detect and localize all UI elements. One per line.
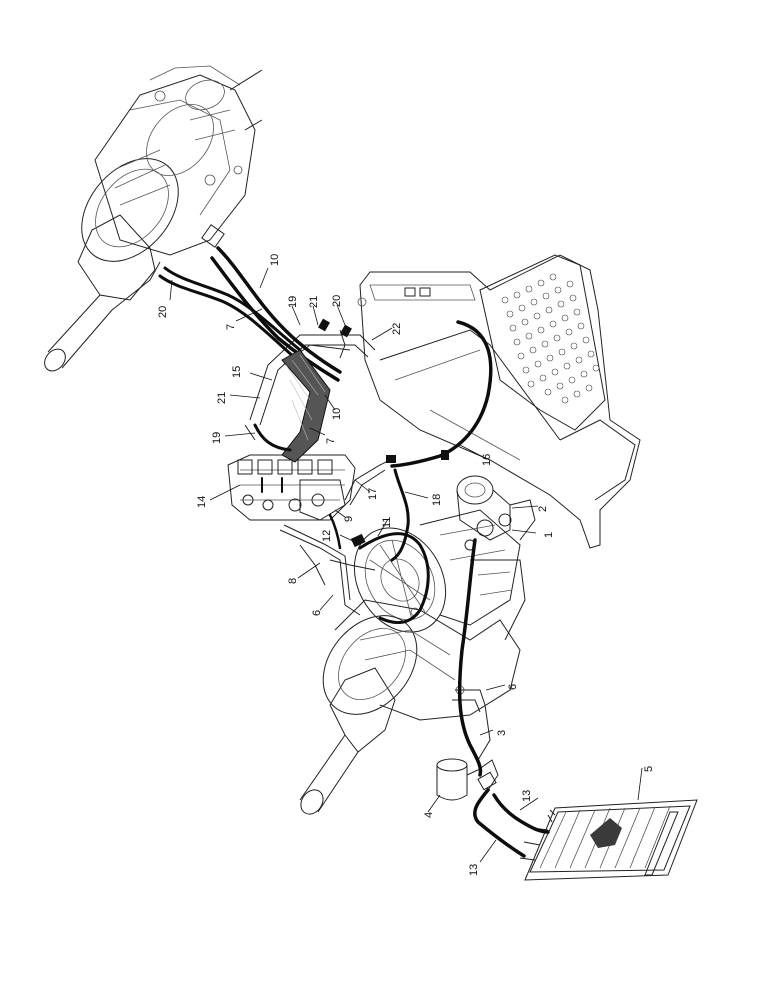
callout-10-upper: 10 xyxy=(269,254,281,266)
callout-16: 16 xyxy=(481,454,493,466)
callout-12: 12 xyxy=(321,530,333,542)
callout-7-mid: 7 xyxy=(325,438,337,444)
callout-9: 9 xyxy=(343,516,355,522)
callout-11: 11 xyxy=(381,517,393,528)
callout-8: 8 xyxy=(287,578,299,584)
callout-6-lower-left: 6 xyxy=(311,610,323,616)
cooler-core-patch xyxy=(590,818,622,848)
upper-axle-assembly xyxy=(44,65,263,372)
callout-1: 1 xyxy=(543,532,555,538)
callout-10-mid: 10 xyxy=(331,408,343,420)
callout-13-left: 13 xyxy=(468,864,480,876)
engine-cover-assembly xyxy=(357,254,641,549)
callout-20-right: 20 xyxy=(331,295,343,307)
callout-3: 3 xyxy=(496,730,508,736)
callout-2: 2 xyxy=(537,506,549,512)
perforated-grille xyxy=(501,273,600,404)
callout-labels: 20 10 7 19 21 20 22 15 21 10 19 7 16 14 … xyxy=(157,254,655,876)
callout-5: 5 xyxy=(643,766,655,772)
hydraulic-pump xyxy=(456,475,536,551)
callout-leaders xyxy=(169,267,643,863)
hydraulic-filter xyxy=(436,758,499,801)
lower-axle-assembly xyxy=(299,559,526,815)
callout-21-upper: 21 xyxy=(308,296,320,308)
callout-22: 22 xyxy=(391,323,403,335)
tube-assembly-upper xyxy=(244,329,376,441)
callout-19-upper: 19 xyxy=(287,296,299,308)
callout-4: 4 xyxy=(423,812,435,818)
callout-15: 15 xyxy=(231,366,243,378)
hydraulic-hoses xyxy=(158,246,550,858)
callout-6-lower-right: 6 xyxy=(507,684,519,690)
callout-14: 14 xyxy=(196,496,208,508)
callout-20-upper-left: 20 xyxy=(157,306,169,318)
callout-7-upper: 7 xyxy=(225,324,237,330)
callout-13-right: 13 xyxy=(521,790,533,802)
callout-18: 18 xyxy=(431,494,443,506)
callout-17: 17 xyxy=(367,488,379,500)
callout-19-mid: 19 xyxy=(211,432,223,444)
braided-hose-bundle xyxy=(281,349,331,463)
oil-cooler xyxy=(519,799,698,881)
callout-21-mid: 21 xyxy=(216,392,228,404)
